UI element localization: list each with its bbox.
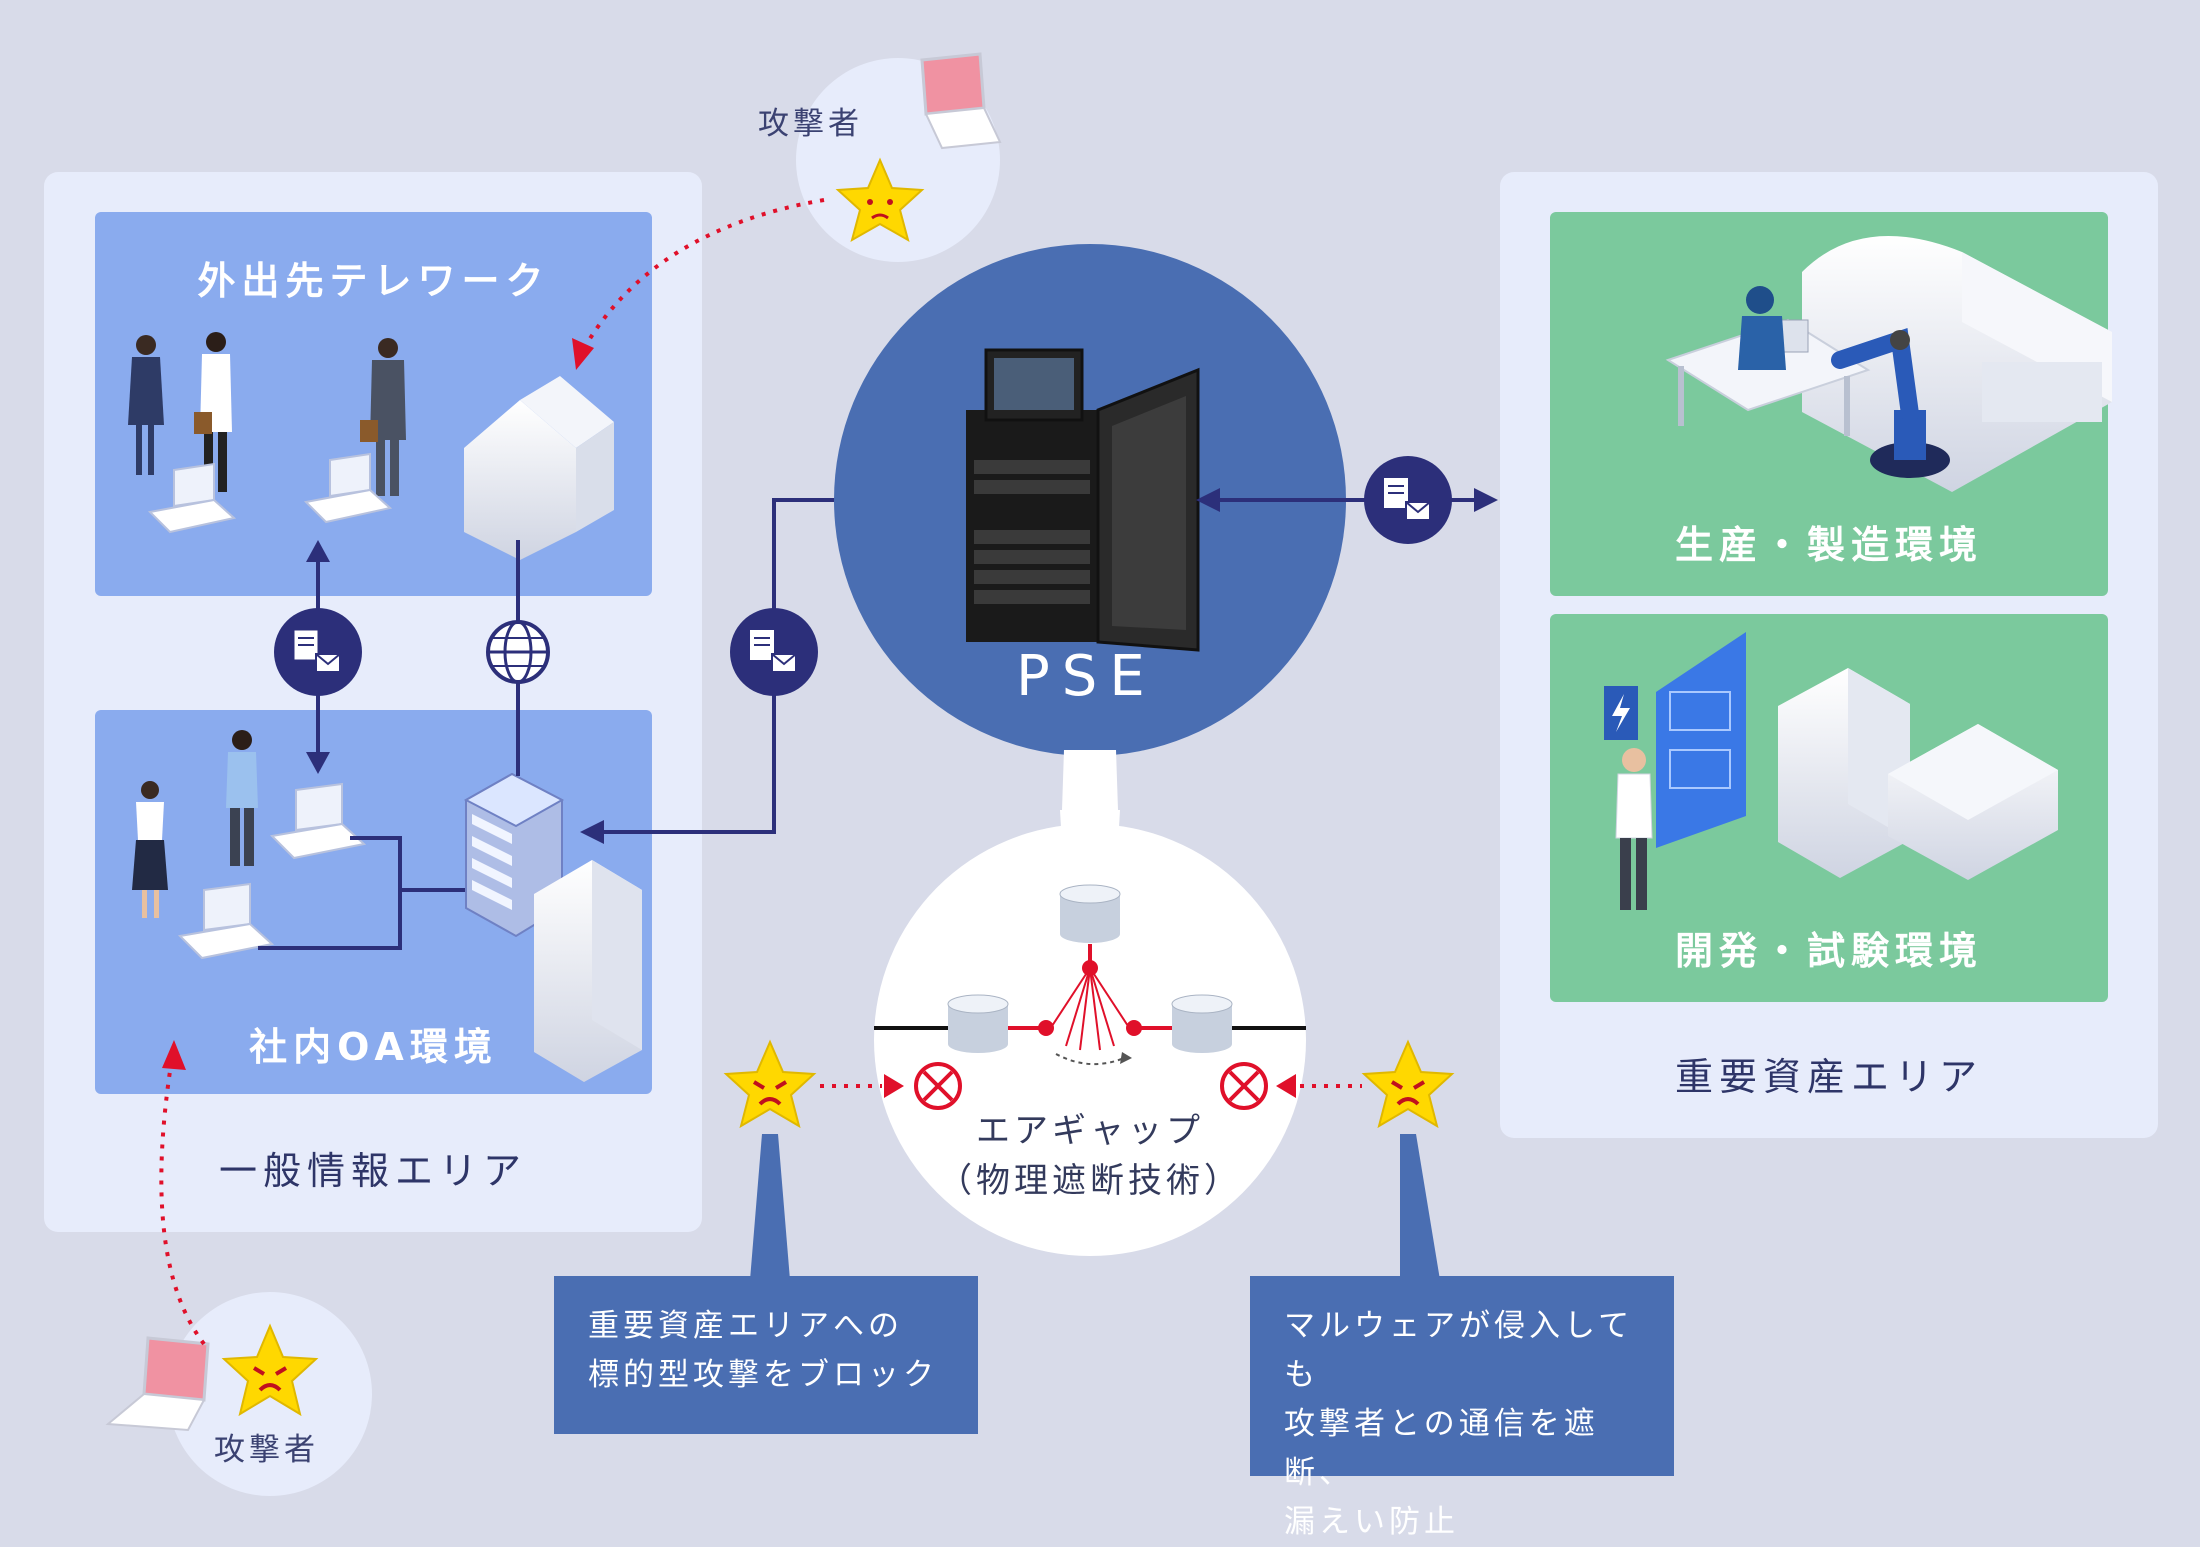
right-angry-star-icon — [1361, 1039, 1455, 1129]
telework-people-illustration — [128, 332, 406, 496]
airgap-database-top-icon — [1059, 884, 1121, 943]
telework-laptop-2-icon — [303, 452, 393, 524]
left-block-marker — [820, 1062, 962, 1110]
left-callout-line-1: 重要資産エリアへの — [588, 1308, 903, 1344]
right-callout-line-2: 攻撃者との通信を遮断、 — [1284, 1406, 1599, 1491]
office-laptop-1-icon — [269, 782, 367, 860]
airgap-switch-diagram — [874, 884, 1306, 1066]
airgap-database-right-icon — [1171, 994, 1233, 1053]
telework-laptop-1-icon — [147, 462, 237, 534]
engineer-person-icon — [1615, 748, 1653, 910]
pse-server-cabinet-icon — [966, 348, 1200, 652]
office-laptop-2-icon — [177, 882, 275, 960]
airgap-bubble — [874, 824, 1306, 1256]
airgap-database-left-icon — [947, 994, 1009, 1053]
top-attacker-label: 攻撃者 — [758, 106, 863, 142]
bottom-attack-path — [159, 1057, 206, 1346]
top-attack-arrowhead — [572, 338, 594, 370]
top-attack-path — [580, 198, 825, 353]
left-block-cross-icon — [914, 1062, 962, 1110]
factory-building-icon — [1802, 236, 2112, 492]
home-house-icon — [464, 376, 614, 560]
lightning-icon — [1604, 686, 1638, 740]
airgap-label: エアギャップ （物理遮断技術） — [900, 1106, 1280, 1206]
airgap-label-line-1: エアギャップ — [976, 1111, 1204, 1151]
top-attacker-laptop-icon — [920, 52, 1002, 150]
development-buildings-icon — [1778, 668, 2058, 880]
telework-zone-title: 外出先テレワーク — [197, 259, 550, 303]
right-block-marker — [1220, 1062, 1362, 1110]
office-building-tower-icon — [534, 860, 642, 1082]
bottom-attacker-angry-star-icon — [221, 1323, 319, 1417]
right-callout: マルウェアが侵入しても 攻撃者との通信を遮断、 漏えい防止 — [1250, 1276, 1674, 1540]
important-asset-area-label: 重要資産エリア — [1674, 1055, 1983, 1099]
file-transfer-badge-middle-icon — [730, 608, 818, 696]
right-block-cross-icon — [1220, 1062, 1268, 1110]
factory-worker-desk-icon — [1665, 286, 1871, 436]
internet-globe-icon — [486, 620, 550, 684]
general-info-area-label: 一般情報エリア — [218, 1149, 527, 1193]
development-blueprint-screen-icon — [1656, 632, 1746, 848]
right-callout-pointer — [1400, 1134, 1440, 1280]
office-people-illustration — [132, 730, 258, 918]
bottom-attack-arrowhead — [162, 1040, 186, 1070]
left-angry-star-icon — [723, 1039, 817, 1129]
left-callout-line-2: 標的型攻撃をブロック — [588, 1357, 938, 1393]
file-transfer-badge-icon — [274, 608, 362, 696]
bottom-attacker-laptop-icon — [105, 1336, 210, 1432]
pse-label: PSE — [1016, 644, 1157, 709]
left-callout: 重要資産エリアへの 標的型攻撃をブロック — [554, 1276, 978, 1434]
airgap-label-line-2: （物理遮断技術） — [938, 1161, 1242, 1201]
production-zone-title: 生産・製造環境 — [1674, 523, 1983, 567]
right-callout-line-1: マルウェアが侵入しても — [1284, 1308, 1634, 1393]
industrial-robot-arm-icon — [1831, 328, 1950, 478]
top-attacker-angry-star-icon — [835, 157, 925, 243]
bottom-attacker-label: 攻撃者 — [214, 1432, 319, 1468]
right-callout-line-3: 漏えい防止 — [1284, 1504, 1459, 1540]
left-callout-pointer — [750, 1134, 790, 1280]
file-transfer-badge-right-icon — [1364, 456, 1452, 544]
office-oa-zone-title: 社内OA環境 — [249, 1025, 498, 1069]
development-zone-title: 開発・試験環境 — [1674, 929, 1983, 973]
